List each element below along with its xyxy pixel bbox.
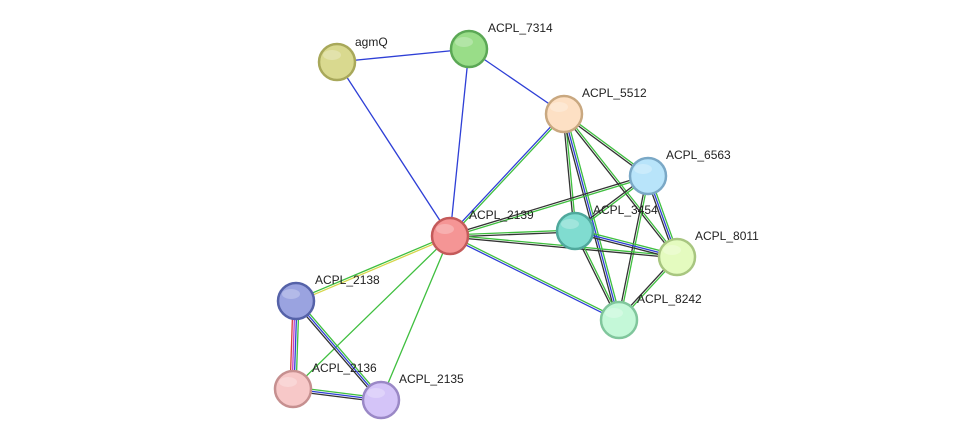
edge-line-blue bbox=[336, 61, 451, 237]
edge-line-blue bbox=[449, 236, 619, 322]
edge-line-black bbox=[449, 236, 677, 259]
edge-line-black bbox=[562, 114, 575, 232]
edge-line-green bbox=[380, 235, 451, 401]
edge-line-green bbox=[292, 235, 451, 390]
edge-ACPL_2139-ACPL_3454[interactable] bbox=[449, 229, 576, 238]
edge-agmQ-ACPL_7314[interactable] bbox=[336, 48, 470, 63]
node-highlight bbox=[605, 308, 623, 318]
edge-ACPL_2139-ACPL_2135[interactable] bbox=[380, 235, 451, 401]
node-ACPL_2139[interactable] bbox=[430, 216, 470, 256]
edge-line-green bbox=[450, 114, 566, 238]
node-ACPL_5512[interactable] bbox=[544, 94, 584, 134]
edge-line-black bbox=[449, 174, 648, 236]
edge-ACPL_2138-ACPL_2135[interactable] bbox=[293, 299, 384, 402]
labels-layer: agmQ ACPL_7314ACPL_5512ACPL_6563ACPL_2139… bbox=[312, 21, 759, 386]
edge-line-yellow bbox=[296, 236, 451, 303]
nodes-layer bbox=[273, 29, 697, 420]
node-label-ACPL_2136: ACPL_2136 bbox=[312, 361, 377, 375]
node-label-ACPL_8011: ACPL_8011 bbox=[695, 229, 759, 243]
edge-line-blue bbox=[295, 300, 382, 401]
node-ACPL_2136[interactable] bbox=[273, 369, 313, 409]
node-ACPL_2138[interactable] bbox=[276, 281, 316, 321]
node-label-ACPL_2138: ACPL_2138 bbox=[315, 273, 380, 287]
edge-ACPL_2139-ACPL_8242[interactable] bbox=[449, 234, 620, 322]
node-label-ACPL_8242: ACPL_8242 bbox=[637, 292, 702, 306]
edge-ACPL_6563-ACPL_2139[interactable] bbox=[449, 174, 649, 238]
node-highlight bbox=[436, 224, 454, 234]
edge-line-green bbox=[450, 176, 649, 238]
edge-line-black bbox=[293, 301, 380, 402]
edge-ACPL_2139-ACPL_2136[interactable] bbox=[292, 235, 451, 390]
node-highlight bbox=[550, 102, 568, 112]
node-highlight bbox=[455, 37, 473, 47]
node-highlight bbox=[561, 219, 579, 229]
edge-ACPL_5512-ACPL_2139[interactable] bbox=[448, 112, 566, 238]
edge-line-blue bbox=[449, 48, 470, 237]
node-label-ACPL_2135: ACPL_2135 bbox=[399, 372, 464, 386]
edge-line-green bbox=[297, 299, 384, 400]
edge-ACPL_7314-ACPL_2139[interactable] bbox=[449, 48, 470, 237]
node-label-ACPL_7314: ACPL_7314 bbox=[488, 21, 553, 35]
edge-line-black bbox=[561, 114, 618, 321]
node-highlight bbox=[323, 50, 341, 60]
edges-layer bbox=[289, 48, 680, 403]
node-ACPL_2135[interactable] bbox=[361, 380, 401, 420]
node-highlight bbox=[279, 377, 297, 387]
edge-line-green bbox=[295, 234, 450, 301]
node-highlight bbox=[663, 245, 681, 255]
node-label-agmQ: agmQ bbox=[355, 35, 388, 49]
node-label-ACPL_5512: ACPL_5512 bbox=[582, 86, 647, 100]
node-ACPL_7314[interactable] bbox=[449, 29, 489, 69]
edge-line-green bbox=[449, 229, 575, 236]
node-label-ACPL_3454: ACPL_3454 bbox=[593, 203, 658, 217]
node-highlight bbox=[282, 289, 300, 299]
edge-ACPL_2139-ACPL_2138[interactable] bbox=[295, 234, 451, 303]
node-ACPL_8011[interactable] bbox=[657, 237, 697, 277]
edge-line-blue bbox=[448, 112, 564, 236]
node-agmQ[interactable] bbox=[317, 42, 357, 82]
edge-agmQ-ACPL_2139[interactable] bbox=[336, 61, 451, 237]
node-highlight bbox=[367, 388, 385, 398]
node-ACPL_8242[interactable] bbox=[599, 300, 639, 340]
node-label-ACPL_6563: ACPL_6563 bbox=[666, 148, 731, 162]
node-ACPL_3454[interactable] bbox=[555, 211, 595, 251]
edge-line-green bbox=[450, 234, 620, 320]
edge-line-black bbox=[450, 231, 576, 238]
edge-line-blue bbox=[336, 48, 470, 63]
node-ACPL_6563[interactable] bbox=[628, 156, 668, 196]
node-highlight bbox=[634, 164, 652, 174]
node-label-ACPL_2139: ACPL_2139 bbox=[469, 208, 534, 222]
